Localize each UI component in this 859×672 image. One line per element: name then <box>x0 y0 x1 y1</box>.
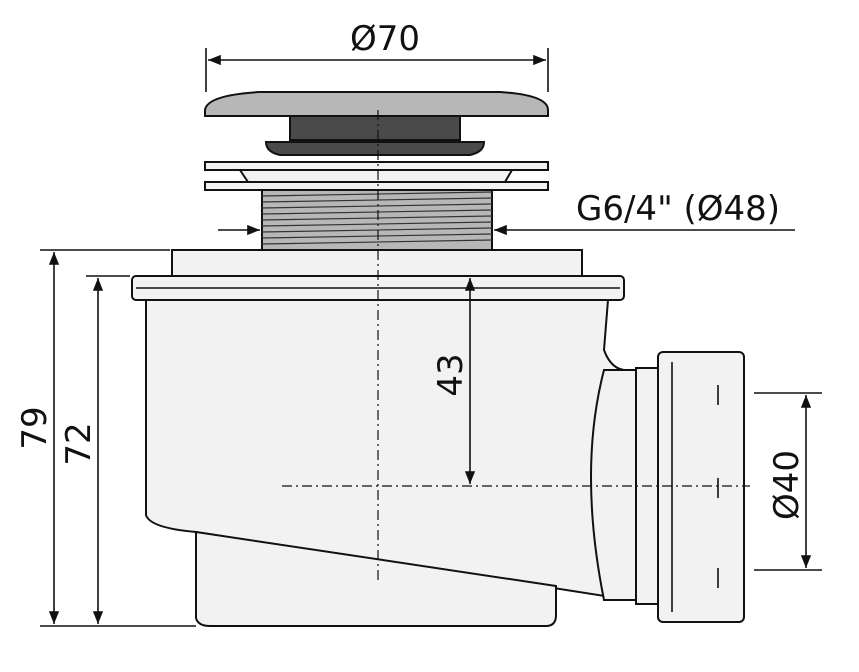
outlet-dome <box>590 369 637 601</box>
cap-stem <box>289 115 461 141</box>
outlet-nut-ribs <box>671 362 719 612</box>
dimension-cap-diameter: Ø70 <box>205 19 549 92</box>
dimension-thread: G6/4" (Ø48) <box>218 189 795 236</box>
flange-connector <box>238 169 514 183</box>
trap-bottom-cup <box>195 530 557 627</box>
dimension-outlet-axis-height: 43 <box>431 278 476 484</box>
body-collar <box>171 249 583 277</box>
outlet-nut <box>657 351 745 623</box>
thread-lines <box>261 191 493 245</box>
flange-bottom-plate <box>204 181 549 191</box>
label-outlet-axis-height: 43 <box>431 353 471 396</box>
label-body-height: 72 <box>59 422 99 465</box>
label-outlet-diameter: Ø40 <box>767 450 807 520</box>
dimension-total-height: 79 <box>15 249 196 627</box>
dimension-body-height: 72 <box>59 275 130 624</box>
label-thread: G6/4" (Ø48) <box>576 189 780 229</box>
label-cap-diameter: Ø70 <box>350 19 420 59</box>
flange-top-plate <box>204 161 549 171</box>
cap <box>204 91 549 117</box>
dimension-outlet-diameter: Ø40 <box>754 392 822 571</box>
cap-seal <box>264 141 486 156</box>
label-total-height: 79 <box>15 406 55 449</box>
